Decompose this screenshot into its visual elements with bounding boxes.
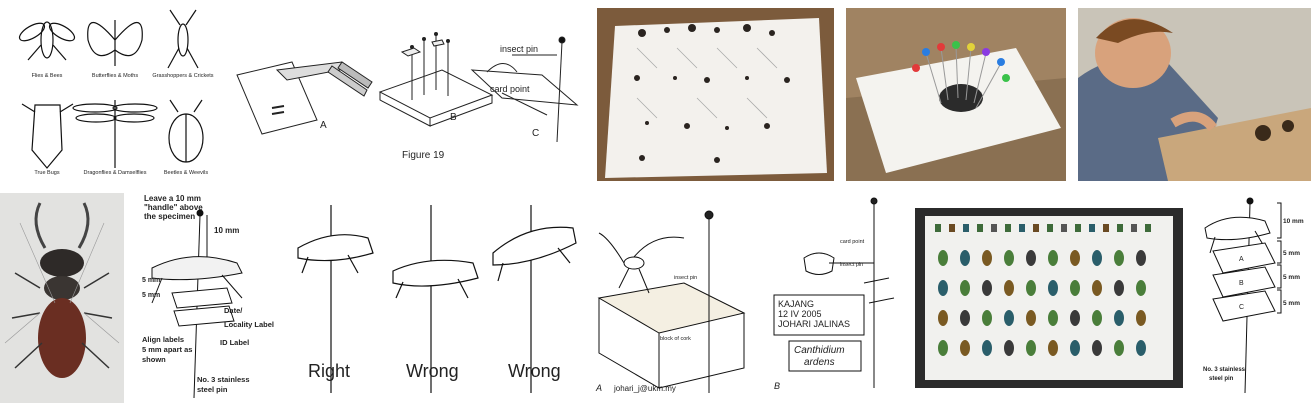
label-collector: JOHARI JALINAS	[778, 319, 850, 329]
text-c: C	[1239, 304, 1244, 311]
insect-box-photo	[597, 8, 834, 181]
text-no3-stainless: No. 3 stainless	[1203, 367, 1246, 373]
result-image-pinned-beetle-photo[interactable]	[846, 8, 1066, 181]
pinning-steps-diagram: A B Figure 19 insect pin card point C	[236, 32, 579, 161]
label-dragonflies: Dragonflies & Damselflies	[84, 170, 147, 176]
result-image-stag-beetle-photo[interactable]	[0, 193, 124, 403]
text-10mm: 10 mm	[214, 226, 239, 235]
text-steel-pin: steel pin	[1209, 376, 1234, 382]
label-grasshoppers-crickets: Grasshoppers & Crickets	[152, 73, 213, 79]
mosquito-pinning-diagram: insect pin block of cork card point inse…	[595, 197, 895, 393]
text-shown: shown	[142, 355, 166, 364]
label-fig-b: B	[774, 381, 780, 391]
label-b: B	[450, 112, 457, 123]
label-right: Right	[308, 361, 350, 381]
label-insect-pin: insect pin	[500, 44, 538, 54]
label-card-point: card point	[490, 84, 530, 94]
result-image-label-spacing[interactable]: Leave a 10 mm "handle" above the specime…	[132, 193, 282, 403]
result-image-boy-pinning-photo[interactable]	[1078, 8, 1311, 181]
label-date: 12 IV 2005	[778, 309, 822, 319]
pinned-beetle-photo	[846, 8, 1066, 181]
result-image-pin-spacing[interactable]: 10 mm A 5 mm B 5 mm C 5 mm No. 3 stainle…	[1195, 193, 1311, 403]
label-wrong-2: Wrong	[508, 361, 561, 381]
label-wrong-1: Wrong	[406, 361, 459, 381]
text-the-specimen: the specimen	[144, 212, 195, 221]
figure-caption: Figure 19	[402, 150, 445, 161]
right-wrong-diagram: Right Wrong Wrong	[297, 205, 577, 393]
label-beetles-weevils: Beetles & Weevils	[164, 170, 208, 176]
label-email: johari_j@ukm.my	[613, 384, 676, 393]
result-image-insect-box-photo[interactable]	[597, 8, 834, 181]
text-align-labels: Align labels	[142, 335, 184, 344]
result-image-mosquito-pinning[interactable]: insect pin block of cork card point inse…	[594, 193, 908, 403]
text-5mm-apart: 5 mm apart as	[142, 345, 192, 354]
label-a: A	[320, 120, 327, 131]
result-image-beetle-collection-photo[interactable]	[915, 208, 1183, 388]
label-insect-pin-a: insect pin	[674, 275, 697, 281]
text-10mm: 10 mm	[1283, 218, 1304, 225]
beetle-collection-photo	[915, 208, 1183, 388]
text-handle-above: "handle" above	[144, 203, 203, 212]
text-id-label: ID Label	[220, 338, 249, 347]
label-block-of-cork: block of cork	[660, 336, 691, 342]
text-locality-label: Locality Label	[224, 320, 274, 329]
boy-pinning-photo	[1078, 8, 1311, 181]
text-b: B	[1239, 280, 1244, 287]
text-5mm-1: 5 mm	[1283, 250, 1300, 257]
text-no3-stainless: No. 3 stainless	[197, 375, 250, 384]
label-insect-pin-b: insect pin	[840, 262, 863, 268]
stag-beetle-photo	[0, 193, 124, 403]
label-ardens: ardens	[804, 357, 835, 368]
text-date: Date/	[224, 306, 243, 315]
pin-spacing-diagram: 10 mm A 5 mm B 5 mm C 5 mm No. 3 stainle…	[1203, 197, 1304, 394]
label-true-bugs: True Bugs	[34, 170, 59, 176]
label-butterflies-moths: Butterflies & Moths	[92, 73, 138, 79]
text-steel-pin: steel pin	[197, 385, 228, 394]
text-5mm-2: 5 mm	[142, 292, 160, 299]
label-c: C	[532, 128, 539, 139]
label-kajang: KAJANG	[778, 299, 814, 309]
label-canthidium: Canthidium	[794, 345, 845, 356]
text-5mm-3: 5 mm	[1283, 300, 1300, 307]
label-card-point: card point	[840, 239, 865, 245]
insect-orders-diagram: Flies & Bees Butterflies & Moths Grassho…	[18, 9, 214, 176]
label-fig-a: A	[595, 383, 602, 393]
result-image-insect-orders[interactable]: Flies & Bees Butterflies & Moths Grassho…	[0, 0, 230, 182]
result-image-right-wrong[interactable]: Right Wrong Wrong	[288, 193, 590, 403]
text-a: A	[1239, 256, 1244, 263]
text-5mm-1: 5 mm	[142, 277, 160, 284]
label-flies-bees: Flies & Bees	[32, 73, 63, 79]
result-image-pinning-steps[interactable]: A B Figure 19 insect pin card point C	[232, 0, 592, 182]
text-leave-10mm: Leave a 10 mm	[144, 194, 201, 203]
text-5mm-2: 5 mm	[1283, 274, 1300, 281]
label-spacing-diagram: Leave a 10 mm "handle" above the specime…	[142, 194, 274, 399]
